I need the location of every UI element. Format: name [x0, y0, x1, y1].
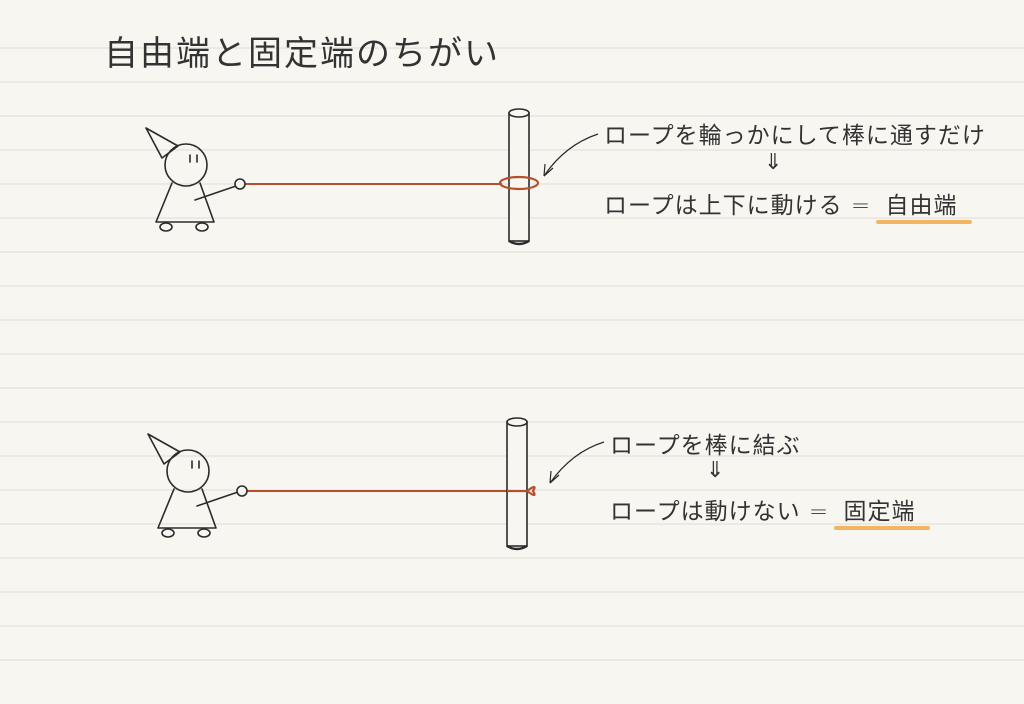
wizard-foot-left	[161, 528, 175, 538]
wizard-head	[166, 449, 210, 493]
wizard-body	[157, 488, 217, 529]
wizard-body	[155, 182, 215, 223]
fixed-end-note-2-text: ロープは動けない =	[610, 499, 838, 525]
wizard-arm	[194, 185, 237, 201]
pole-fixed	[506, 417, 528, 551]
free-end-note-1: ロープを輪っかにして棒に通すだけ	[604, 123, 986, 149]
rope-end-ring-fixed	[236, 485, 248, 497]
wizard-figure-free	[145, 127, 237, 232]
wizard-figure-fixed	[147, 433, 239, 538]
fixed-end-label: 固定端	[833, 492, 930, 530]
wizard-head	[164, 143, 208, 187]
free-end-label: 自由端	[875, 186, 972, 224]
rope-loop-free	[498, 175, 540, 191]
rope-end-ring-free	[234, 178, 246, 190]
wizard-foot-right	[195, 222, 209, 232]
pointer-arrow-fixed	[549, 441, 605, 484]
free-end-arrow-down: ⇓	[764, 150, 783, 175]
free-end-note-2: ロープは上下に動ける = 自由端	[604, 186, 972, 224]
fixed-end-note-2: ロープは動けない = 固定端	[610, 492, 930, 530]
rope-knot-fixed	[507, 485, 536, 497]
page-title: 自由端と固定端のちがい	[104, 34, 500, 74]
fixed-end-arrow-down: ⇓	[706, 458, 725, 483]
pointer-arrow-free	[543, 133, 599, 177]
wizard-foot-left	[159, 222, 173, 232]
free-end-note-2-text: ロープは上下に動ける =	[604, 193, 880, 219]
wizard-arm	[196, 491, 239, 507]
wizard-foot-right	[197, 528, 211, 538]
fixed-end-note-1: ロープを棒に結ぶ	[610, 433, 801, 459]
wizard-hat	[147, 433, 181, 465]
